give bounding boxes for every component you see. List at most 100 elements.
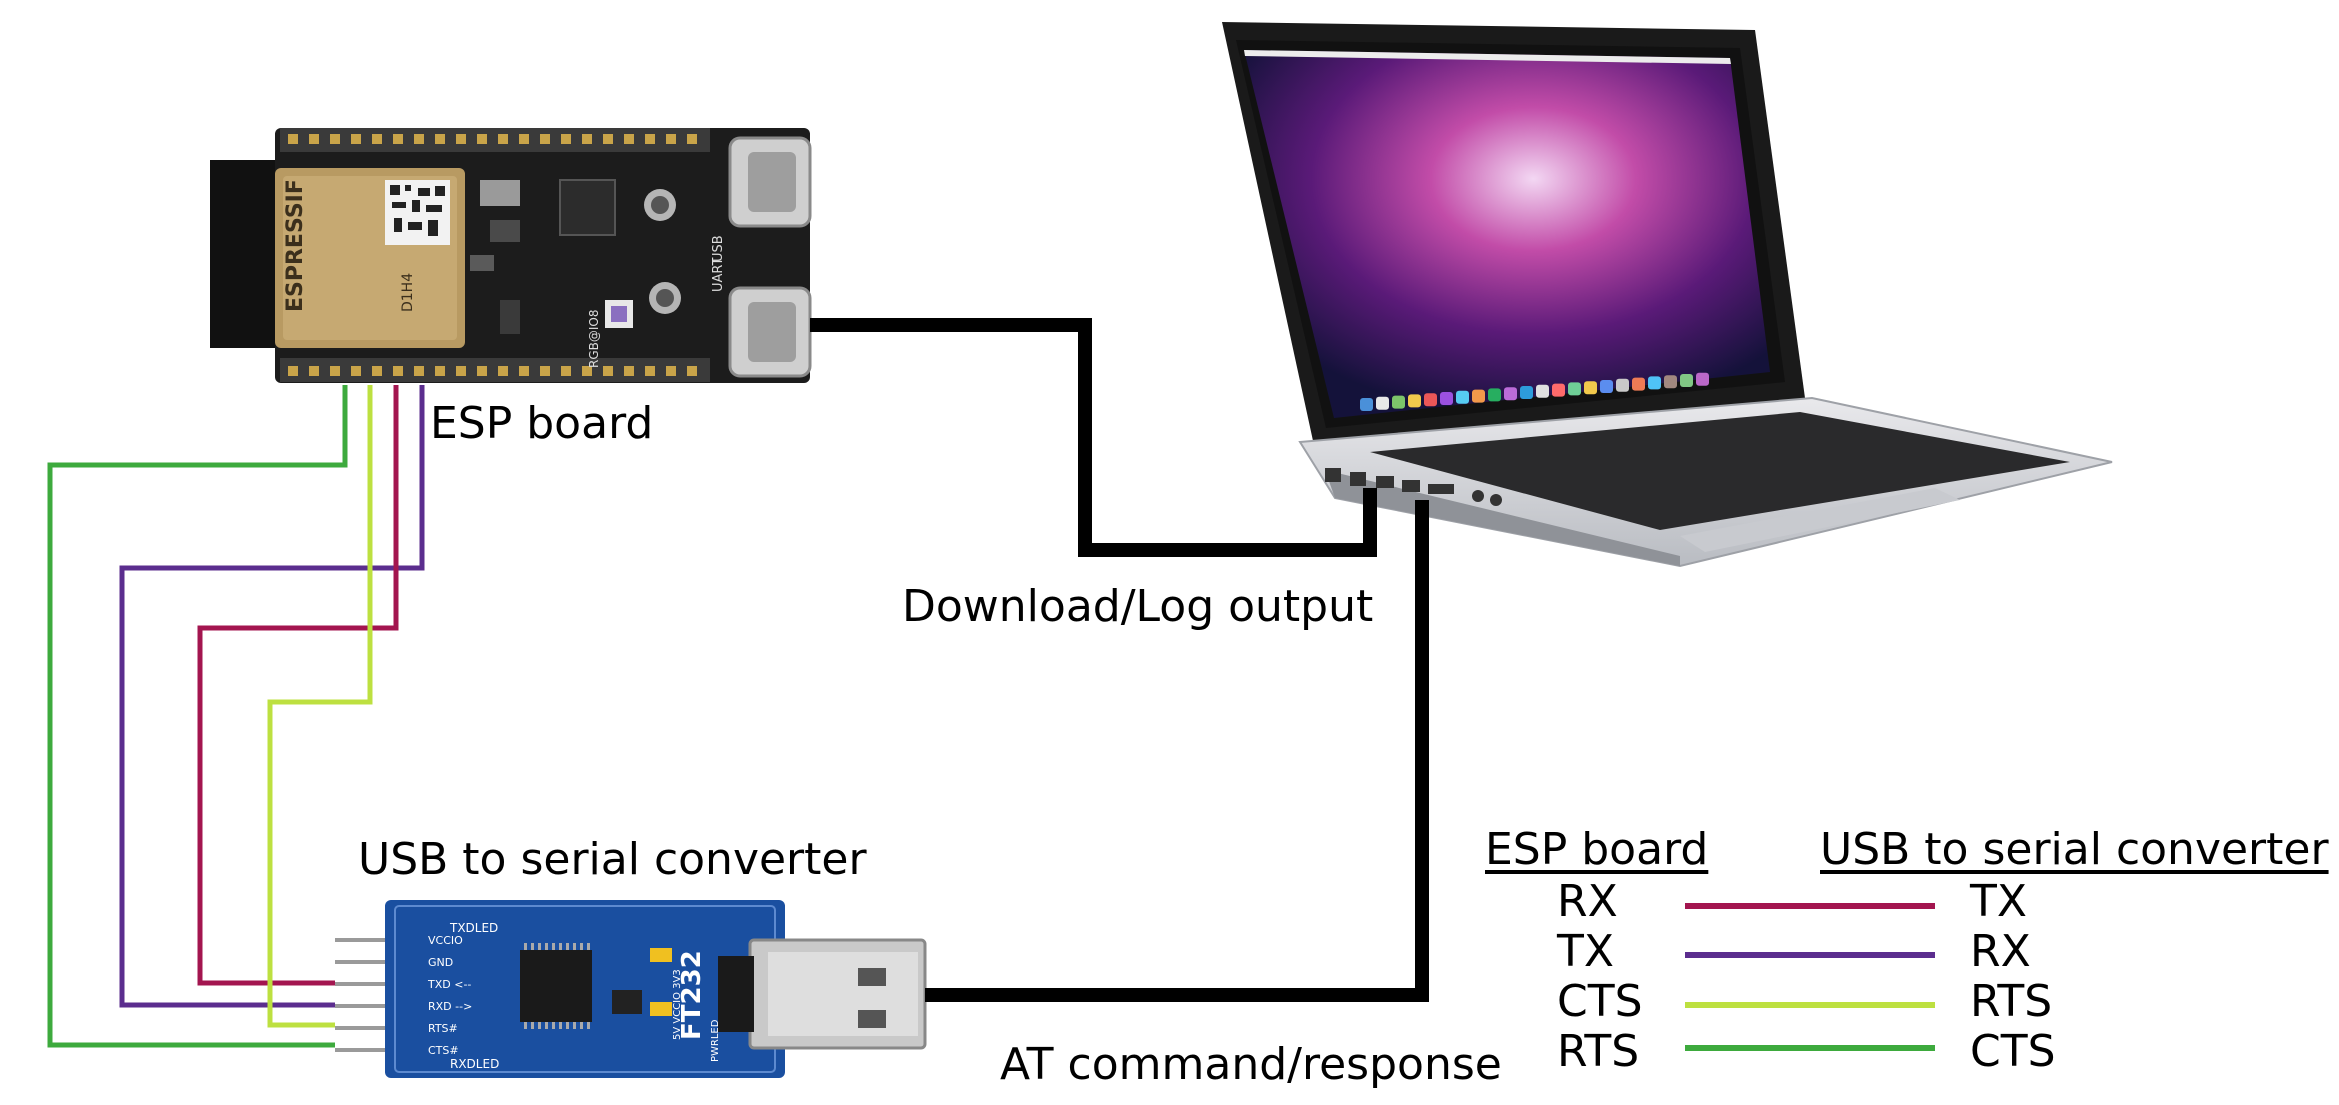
usb-port-label: USB (711, 235, 726, 262)
esp-board: ESPRESSIF D1H4 RGB@IO8 USB UART (210, 128, 812, 383)
converter-pin-label: RTS# (428, 1022, 458, 1035)
dock-icon (1456, 390, 1469, 404)
header-pin (288, 366, 298, 376)
dock-icon (1520, 386, 1533, 399)
legend-right-tx: TX (1970, 876, 2028, 927)
header-pin (335, 960, 390, 964)
chip-leg (559, 943, 562, 950)
converter-pin-label: RXD --> (428, 1000, 472, 1013)
dock-icon (1424, 393, 1437, 407)
rgb-label: RGB@IO8 (587, 310, 601, 369)
header-pin (477, 366, 487, 376)
header-pin (414, 366, 424, 376)
dock-icon (1472, 389, 1485, 403)
converter-pin-label: GND (428, 956, 453, 969)
header-pin (335, 938, 390, 942)
module-brand: ESPRESSIF (283, 179, 308, 312)
chip-leg (580, 1022, 583, 1029)
dock-icon (1616, 378, 1629, 392)
legend-col-right: USB to serial converter (1820, 824, 2329, 875)
header-pin (498, 366, 508, 376)
dock-icon (1408, 394, 1421, 408)
header-pin (519, 366, 529, 376)
chip-leg (552, 943, 555, 950)
legend-lines (1685, 903, 1935, 1051)
dock-icon (1376, 396, 1389, 410)
header-pin (288, 134, 298, 144)
legend-left-cts: CTS (1557, 976, 1643, 1027)
header-pin (351, 134, 361, 144)
chip-leg (587, 1022, 590, 1029)
wire-lime (267, 385, 373, 1028)
header-pin (393, 134, 403, 144)
chip-leg (545, 1022, 548, 1029)
legend-left-tx: TX (1557, 926, 1615, 977)
dock-icon (1680, 374, 1693, 387)
converter-pin-label: VCCIO (428, 934, 463, 947)
pwrled-label: PWRLED (710, 1019, 721, 1062)
cable-download-log (810, 318, 1377, 557)
chip-leg (587, 943, 590, 950)
header-pin (477, 134, 487, 144)
header-pin (582, 366, 592, 376)
rxdled-label: RXDLED (450, 1057, 499, 1071)
dock-icon (1536, 384, 1549, 398)
dock-icon (1568, 382, 1581, 396)
header-pin (540, 366, 550, 376)
legend-left-rts: RTS (1557, 1026, 1640, 1077)
chip-leg (552, 1022, 555, 1029)
header-pin (603, 366, 613, 376)
esp-board-label: ESP board (430, 398, 654, 449)
chip-leg (524, 1022, 527, 1029)
header-pin (603, 134, 613, 144)
vccio-select-label: 5V VCCIO 3V3 (672, 969, 683, 1040)
header-pin (645, 366, 655, 376)
wire-green (47, 385, 348, 1048)
header-pin (330, 366, 340, 376)
header-pin (561, 134, 571, 144)
header-pin (335, 1026, 390, 1030)
header-pin (435, 366, 445, 376)
header-pin (498, 134, 508, 144)
dock-icon (1552, 383, 1565, 397)
header-pin (519, 134, 529, 144)
chip-leg (538, 1022, 541, 1029)
dock-icon (1648, 376, 1661, 390)
chip-leg (538, 943, 541, 950)
converter-pin-label: TXD <-- (427, 978, 471, 991)
converter-pin-label: CTS# (428, 1044, 459, 1057)
header-pin (335, 1004, 390, 1008)
chip-leg (524, 943, 527, 950)
legend-left-rx: RX (1557, 876, 1618, 927)
header-pin (351, 366, 361, 376)
header-pin (372, 366, 382, 376)
header-pin (335, 1048, 390, 1052)
header-pin (456, 134, 466, 144)
dock-icon (1600, 380, 1613, 393)
chip-leg (580, 943, 583, 950)
header-pin (561, 366, 571, 376)
dock-icon (1584, 381, 1597, 395)
header-pin (645, 134, 655, 144)
dock-icon (1664, 375, 1677, 389)
header-pin (666, 366, 676, 376)
header-pin (687, 134, 697, 144)
cable-at-command (925, 500, 1429, 1002)
header-pin (393, 366, 403, 376)
legend-right-rx: RX (1970, 926, 2031, 977)
header-pin (456, 366, 466, 376)
usb-serial-label: USB to serial converter (358, 834, 867, 885)
module-marking: D1H4 (400, 273, 416, 312)
chip-leg (531, 1022, 534, 1029)
uart-port-label: UART (711, 258, 726, 292)
header-pin (309, 134, 319, 144)
dock-icon (1504, 387, 1517, 401)
dock-icon (1440, 392, 1453, 405)
chip-label: FT232 (677, 950, 707, 1040)
chip-leg (566, 1022, 569, 1029)
wire-red (197, 385, 399, 986)
header-pin (435, 134, 445, 144)
dock-icon (1488, 388, 1501, 402)
legend-right-cts: CTS (1970, 1026, 2056, 1077)
